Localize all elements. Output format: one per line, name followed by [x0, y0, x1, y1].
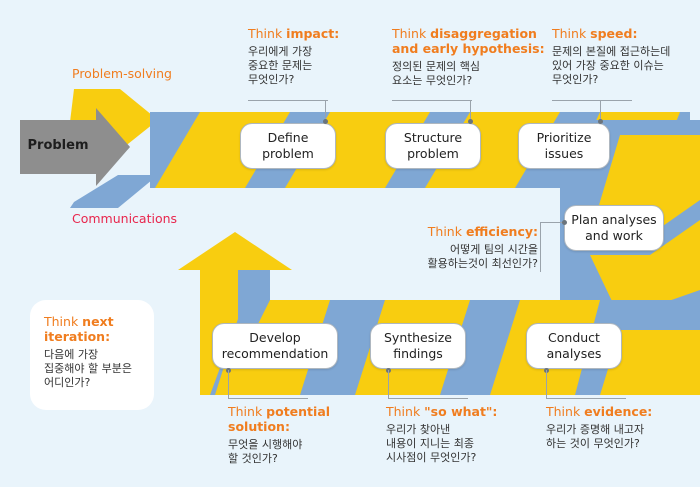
note-think-efficiency: Think efficiency: 어떻게 팀의 시간을 활용하는것이 최선인가…: [420, 224, 538, 271]
note-think-next-iteration: Think next iteration: 다음에 가장 집중해야 할 부분은 …: [44, 314, 132, 390]
step-label: Conduct analyses: [546, 330, 602, 361]
connector-line: [540, 222, 541, 272]
connector-line: [552, 100, 632, 101]
note-body: 우리가 찾아낸 내용이 지니는 최종 시사점이 무엇인가?: [386, 423, 477, 464]
step-label: Develop recommendation: [221, 330, 329, 361]
note-prefix: Think: [392, 26, 431, 41]
note-prefix: Think: [248, 26, 287, 41]
note-keyword: efficiency:: [465, 224, 538, 239]
note-keyword: speed:: [590, 26, 638, 41]
connector-dot: [468, 119, 473, 124]
note-prefix: Think: [228, 404, 267, 419]
connector-line: [228, 398, 308, 399]
connector-line: [546, 370, 547, 398]
note-body: 어떻게 팀의 시간을 활용하는것이 최선인가?: [427, 243, 538, 270]
step-plan-analyses: Plan analyses and work: [564, 205, 664, 251]
note-think-so-what: Think "so what": 우리가 찾아낸 내용이 지니는 최종 시사점이…: [386, 404, 497, 465]
connector-line: [392, 100, 472, 101]
communications-label: Communications: [72, 211, 178, 226]
connector-dot: [323, 119, 328, 124]
note-prefix: Think: [427, 224, 466, 239]
step-conduct-analyses: Conduct analyses: [526, 323, 622, 369]
note-keyword: evidence:: [584, 404, 653, 419]
connector-line: [248, 100, 328, 101]
note-keyword: potential solution:: [228, 404, 331, 434]
note-prefix: Think: [546, 404, 585, 419]
note-prefix: Think: [552, 26, 591, 41]
step-develop-recommendation: Develop recommendation: [212, 323, 338, 369]
note-keyword: disaggregation and early hypothesis:: [392, 26, 545, 56]
connector-line: [388, 370, 389, 398]
note-think-disaggregation: Think disaggregation and early hypothesi…: [392, 26, 545, 88]
next-iteration-bubble: [30, 300, 154, 410]
note-keyword: "so what":: [424, 404, 498, 419]
note-body: 정의된 문제의 핵심 요소는 무엇인가?: [392, 60, 480, 87]
step-synthesize-findings: Synthesize findings: [370, 323, 466, 369]
note-body: 우리에게 가장 중요한 문제는 무엇인가?: [248, 45, 313, 86]
note-body: 문제의 본질에 접근하는데 있어 가장 중요한 이슈는 무엇인가?: [552, 45, 671, 86]
note-body: 우리가 증명해 내고자 하는 것이 무엇인가?: [546, 423, 645, 450]
note-prefix: Think: [386, 404, 425, 419]
problem-solving-label: Problem-solving: [72, 66, 172, 81]
connector-line: [470, 100, 471, 122]
note-think-speed: Think speed: 문제의 본질에 접근하는데 있어 가장 중요한 이슈는…: [552, 26, 670, 87]
step-label: Plan analyses and work: [571, 212, 657, 243]
connector-dot: [598, 119, 603, 124]
problem-arrow: [20, 108, 130, 186]
connector-line: [388, 398, 468, 399]
connector-line: [600, 100, 601, 122]
note-think-potential-solution: Think potential solution: 무엇을 시행해야 할 것인가…: [228, 404, 330, 466]
note-think-impact: Think impact: 우리에게 가장 중요한 문제는 무엇인가?: [248, 26, 339, 87]
note-keyword: impact:: [286, 26, 340, 41]
note-body: 다음에 가장 집중해야 할 부분은 어디인가?: [44, 348, 132, 389]
problem-label: Problem: [27, 138, 89, 153]
connector-line: [546, 398, 626, 399]
step-label: Synthesize findings: [383, 330, 452, 361]
connector-line: [325, 100, 326, 122]
step-label: Define problem: [262, 130, 314, 161]
step-label: Prioritize issues: [536, 130, 592, 161]
problem-solving-arrow: [70, 89, 158, 152]
step-prioritize-issues: Prioritize issues: [518, 123, 610, 169]
step-define-problem: Define problem: [240, 123, 336, 169]
connector-line: [228, 370, 229, 398]
step-label: Structure problem: [403, 130, 463, 161]
note-think-evidence: Think evidence: 우리가 증명해 내고자 하는 것이 무엇인가?: [546, 404, 652, 451]
note-body: 무엇을 시행해야 할 것인가?: [228, 438, 303, 465]
step-structure-problem: Structure problem: [385, 123, 481, 169]
connector-dot: [562, 220, 567, 225]
note-prefix: Think: [44, 314, 83, 329]
note-keyword: next iteration:: [44, 314, 114, 344]
connector-line: [540, 222, 564, 223]
communications-arrow: [70, 175, 158, 208]
